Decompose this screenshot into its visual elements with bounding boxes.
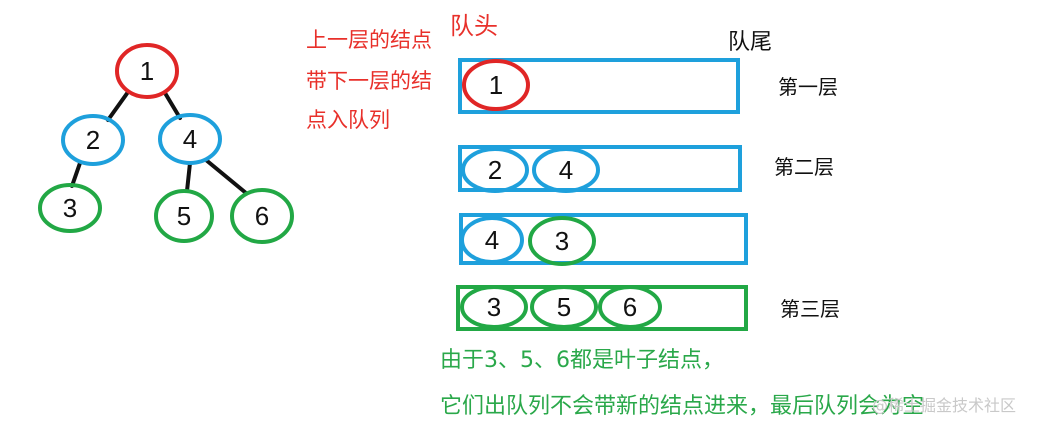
tree-nodes: 1 2 4 3 5 6 bbox=[38, 43, 294, 244]
queue-box bbox=[459, 213, 748, 265]
queue-item-circle bbox=[460, 216, 524, 264]
tree-node-label: 2 bbox=[86, 125, 100, 155]
queue-item-label: 1 bbox=[489, 70, 503, 100]
tree-edges bbox=[70, 90, 248, 195]
queue-state-1: 1 bbox=[458, 58, 740, 114]
tree-node-circle bbox=[230, 188, 294, 244]
queue-item-circle bbox=[462, 59, 530, 111]
tree-node-circle bbox=[115, 43, 179, 99]
tree-node-label: 3 bbox=[63, 193, 77, 223]
queue-box bbox=[456, 285, 748, 331]
watermark: @稀土掘金技术社区 bbox=[872, 396, 1017, 415]
tree-node-label: 4 bbox=[183, 124, 197, 154]
queue-item-5: 5 bbox=[530, 285, 598, 329]
queue-item-4: 4 bbox=[460, 216, 524, 264]
queue-box bbox=[458, 145, 742, 192]
explanation-line-1: 由于3、5、6都是叶子结点， bbox=[440, 348, 724, 373]
layer-2-label: 第二层 bbox=[774, 155, 834, 179]
note-line-3: 点入队列 bbox=[306, 108, 390, 132]
queue-state-4: 3 5 6 bbox=[456, 285, 748, 331]
layer-1-label: 第一层 bbox=[778, 75, 838, 99]
queue-item-circle bbox=[460, 285, 528, 329]
tree-edge-4-5 bbox=[185, 161, 192, 193]
queue-item-4: 4 bbox=[532, 147, 600, 193]
queue-item-label: 4 bbox=[559, 155, 573, 185]
tree-node-label: 5 bbox=[177, 201, 191, 231]
queue-item-1: 1 bbox=[462, 59, 530, 111]
queue-item-label: 2 bbox=[488, 155, 502, 185]
note-line-2: 带下一层的结 bbox=[306, 69, 432, 93]
tree-node-circle bbox=[158, 113, 222, 165]
explanation-line-2: 它们出队列不会带新的结点进来，最后队列会为空 bbox=[440, 394, 925, 419]
tree-node-5: 5 bbox=[154, 189, 214, 243]
note-line-1: 上一层的结点 bbox=[306, 28, 432, 52]
tree-edge-1-4 bbox=[163, 91, 182, 120]
queue-item-3: 3 bbox=[460, 285, 528, 329]
tree-edge-2-3 bbox=[70, 161, 82, 188]
queue-item-label: 3 bbox=[487, 292, 501, 322]
queue-item-circle bbox=[528, 216, 596, 266]
queue-tail-label: 队尾 bbox=[728, 30, 773, 55]
tree-node-label: 1 bbox=[140, 56, 154, 86]
queue-item-circle bbox=[532, 147, 600, 193]
tree-node-circle bbox=[154, 189, 214, 243]
queue-item-label: 3 bbox=[555, 226, 569, 256]
tree-node-2: 2 bbox=[61, 114, 125, 166]
tree-node-3: 3 bbox=[38, 183, 102, 233]
tree-node-circle bbox=[38, 183, 102, 233]
tree-edge-4-6 bbox=[204, 158, 248, 195]
tree-node-label: 6 bbox=[255, 201, 269, 231]
tree-node-1: 1 bbox=[115, 43, 179, 99]
tree-node-circle bbox=[61, 114, 125, 166]
queue-item-label: 5 bbox=[557, 292, 571, 322]
queue-head-label: 队头 bbox=[450, 12, 498, 40]
tree-node-4: 4 bbox=[158, 113, 222, 165]
queue-item-6: 6 bbox=[598, 285, 662, 329]
tree-node-6: 6 bbox=[230, 188, 294, 244]
queue-item-3: 3 bbox=[528, 216, 596, 266]
queue-item-circle bbox=[461, 147, 529, 193]
queue-item-circle bbox=[530, 285, 598, 329]
queue-item-2: 2 bbox=[461, 147, 529, 193]
queue-box bbox=[458, 58, 740, 114]
layer-3-label: 第三层 bbox=[780, 297, 840, 321]
queue-item-label: 6 bbox=[623, 292, 637, 322]
tree-edge-1-2 bbox=[106, 90, 130, 122]
queue-item-label: 4 bbox=[485, 225, 499, 255]
queue-item-circle bbox=[598, 285, 662, 329]
